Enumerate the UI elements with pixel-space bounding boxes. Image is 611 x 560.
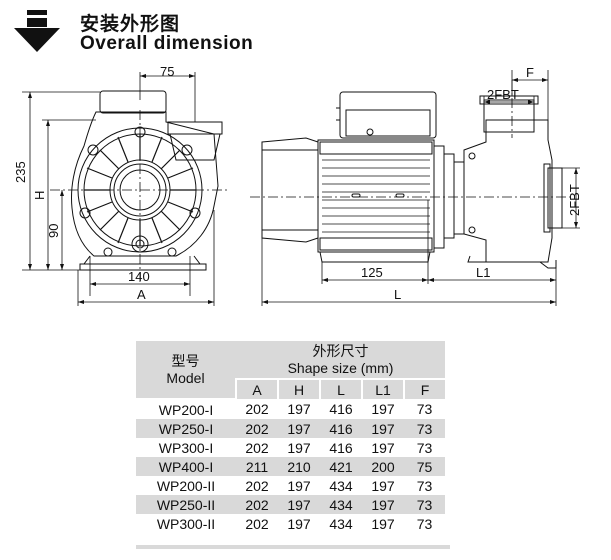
value-cell: 197: [371, 401, 395, 417]
model-header: 型号 Model: [136, 341, 236, 400]
model-header-en: Model: [166, 369, 205, 386]
model-cell: WP400-I: [136, 457, 236, 476]
value-cell: 197: [362, 419, 404, 438]
shape-size-header-cn: 外形尺寸: [312, 342, 369, 359]
table-bottom-bar: [136, 545, 450, 549]
dim-label-125: 125: [361, 265, 383, 280]
value-cell: 434: [329, 515, 353, 532]
model-cell: WP250-I: [136, 419, 236, 438]
column-header-F: F: [403, 378, 445, 399]
model-cell: WP250-II: [136, 495, 236, 514]
value-cell: 200: [362, 457, 404, 476]
title-english: Overall dimension: [80, 33, 254, 54]
value-cell: 421: [320, 457, 362, 476]
value-cell: 202: [236, 495, 278, 514]
value-cell: 202: [245, 477, 269, 494]
dim-label-140: 140: [128, 269, 150, 284]
front-view-pump: [71, 90, 223, 271]
value-cell: 73: [416, 401, 433, 417]
model-cell: WP300-I: [158, 439, 214, 456]
value-cell: 416: [329, 439, 353, 456]
value-cell: 416: [329, 401, 353, 417]
table-row: WP250-I 202 197 416 197 73: [136, 419, 445, 438]
value-cell: 210: [278, 457, 320, 476]
dim-label-2fbt-right: 2FBT: [567, 184, 582, 216]
value-cell: 75: [404, 457, 445, 476]
table-row: WP400-I 211 210 421 200 75: [136, 457, 445, 476]
value-cell: 416: [320, 419, 362, 438]
table-row: WP300-I 202 197 416 197 73: [136, 438, 445, 457]
value-cell: 197: [371, 515, 395, 532]
value-cell: 197: [362, 495, 404, 514]
dimension-drawing: 75 235 H 90 140 A F 2FBT 2FBT 125 L1 L: [13, 64, 582, 306]
value-cell: 197: [371, 477, 395, 494]
dim-label-H: H: [32, 191, 47, 200]
value-cell: 434: [320, 495, 362, 514]
value-cell: 197: [287, 477, 311, 494]
shape-size-header-en: Shape size (mm): [287, 359, 394, 376]
value-cell: 197: [287, 439, 311, 456]
table-row: WP200-II 202 197 434 197 73: [136, 476, 445, 495]
column-header-L1: L1: [361, 378, 404, 399]
down-arrow-icon: [14, 10, 60, 52]
model-cell: WP300-II: [156, 515, 216, 532]
value-cell: 197: [278, 419, 320, 438]
value-cell: 202: [245, 515, 269, 532]
dim-label-L1: L1: [476, 265, 490, 280]
dim-label-235: 235: [13, 161, 28, 183]
model-cell: WP200-I: [158, 401, 214, 418]
value-cell: 73: [404, 419, 445, 438]
dim-label-A: A: [137, 287, 146, 302]
value-cell: 197: [371, 439, 395, 456]
value-cell: 73: [404, 495, 445, 514]
value-cell: 202: [245, 401, 269, 417]
header: 安装外形图 Overall dimension: [0, 0, 611, 60]
table-row: WP200-I 202 197 416 197 73: [136, 399, 445, 419]
value-cell: 202: [236, 419, 278, 438]
value-cell: 73: [416, 439, 433, 456]
column-header-A: A: [235, 378, 278, 399]
dim-label-2fbt-top: 2FBT: [487, 87, 519, 102]
table-row: WP250-II 202 197 434 197 73: [136, 495, 445, 514]
model-cell: WP200-II: [156, 477, 216, 494]
value-cell: 211: [236, 457, 278, 476]
dim-label-L: L: [394, 287, 401, 302]
column-header-L: L: [319, 378, 362, 399]
dim-label-75: 75: [160, 64, 174, 79]
dim-label-90: 90: [46, 224, 61, 238]
model-header-cn: 型号: [171, 352, 200, 369]
value-cell: 197: [287, 401, 311, 417]
column-header-H: H: [277, 378, 320, 399]
value-cell: 197: [287, 515, 311, 532]
value-cell: 197: [278, 495, 320, 514]
shape-size-header: 外形尺寸 Shape size (mm): [236, 341, 445, 379]
shape-size-table: 型号 Model 外形尺寸 Shape size (mm) A H L L1 F…: [136, 341, 445, 533]
value-cell: 434: [329, 477, 353, 494]
value-cell: 202: [245, 439, 269, 456]
table-row: WP300-II 202 197 434 197 73: [136, 514, 445, 533]
title-chinese: 安装外形图: [80, 13, 181, 35]
value-cell: 73: [416, 515, 433, 532]
side-view-pump: [261, 91, 563, 269]
dim-label-F: F: [526, 65, 534, 80]
value-cell: 73: [416, 477, 433, 494]
